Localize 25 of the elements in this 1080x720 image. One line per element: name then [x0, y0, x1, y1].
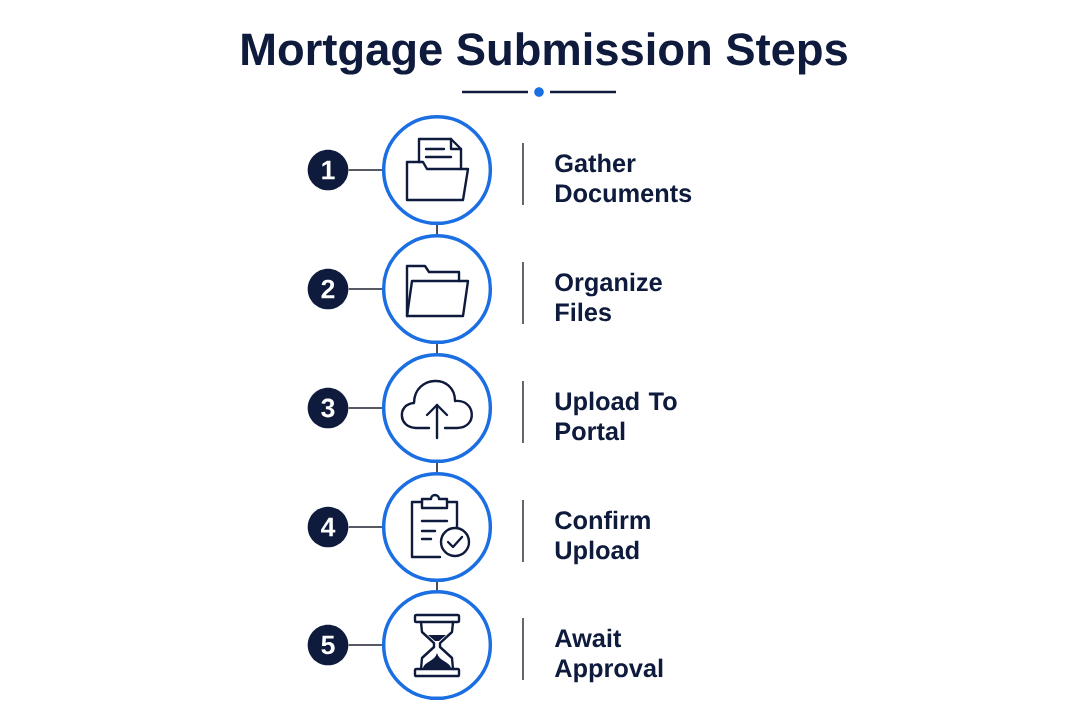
step-label: Organize Files	[555, 272, 662, 322]
connector-line	[347, 644, 383, 646]
number-badge: 2	[307, 268, 349, 310]
number-badge: 3	[307, 387, 349, 429]
step-label: Upload To Portal	[555, 391, 677, 441]
number-badge: 4	[307, 506, 349, 548]
connector-line	[347, 407, 383, 409]
icon-circle	[381, 471, 493, 583]
icon-circle	[381, 352, 493, 464]
step-label: Await Approval	[554, 628, 663, 683]
connector-line	[347, 288, 383, 290]
number-badge: 5	[307, 624, 349, 666]
connector-line	[436, 343, 438, 354]
connector-line	[436, 581, 438, 591]
connector-line	[436, 224, 438, 235]
number-badge: 1	[307, 149, 349, 191]
connector-line	[347, 526, 383, 528]
icon-circle	[381, 114, 493, 226]
icon-circle	[381, 233, 493, 345]
connector-line	[436, 462, 438, 473]
step-label: Confirm Upload	[555, 510, 650, 565]
title: Mortgage Submission Steps	[242, 32, 847, 75]
connector-line	[347, 169, 383, 171]
step-label: Gather Documents	[555, 153, 692, 203]
icon-circle	[381, 589, 493, 701]
